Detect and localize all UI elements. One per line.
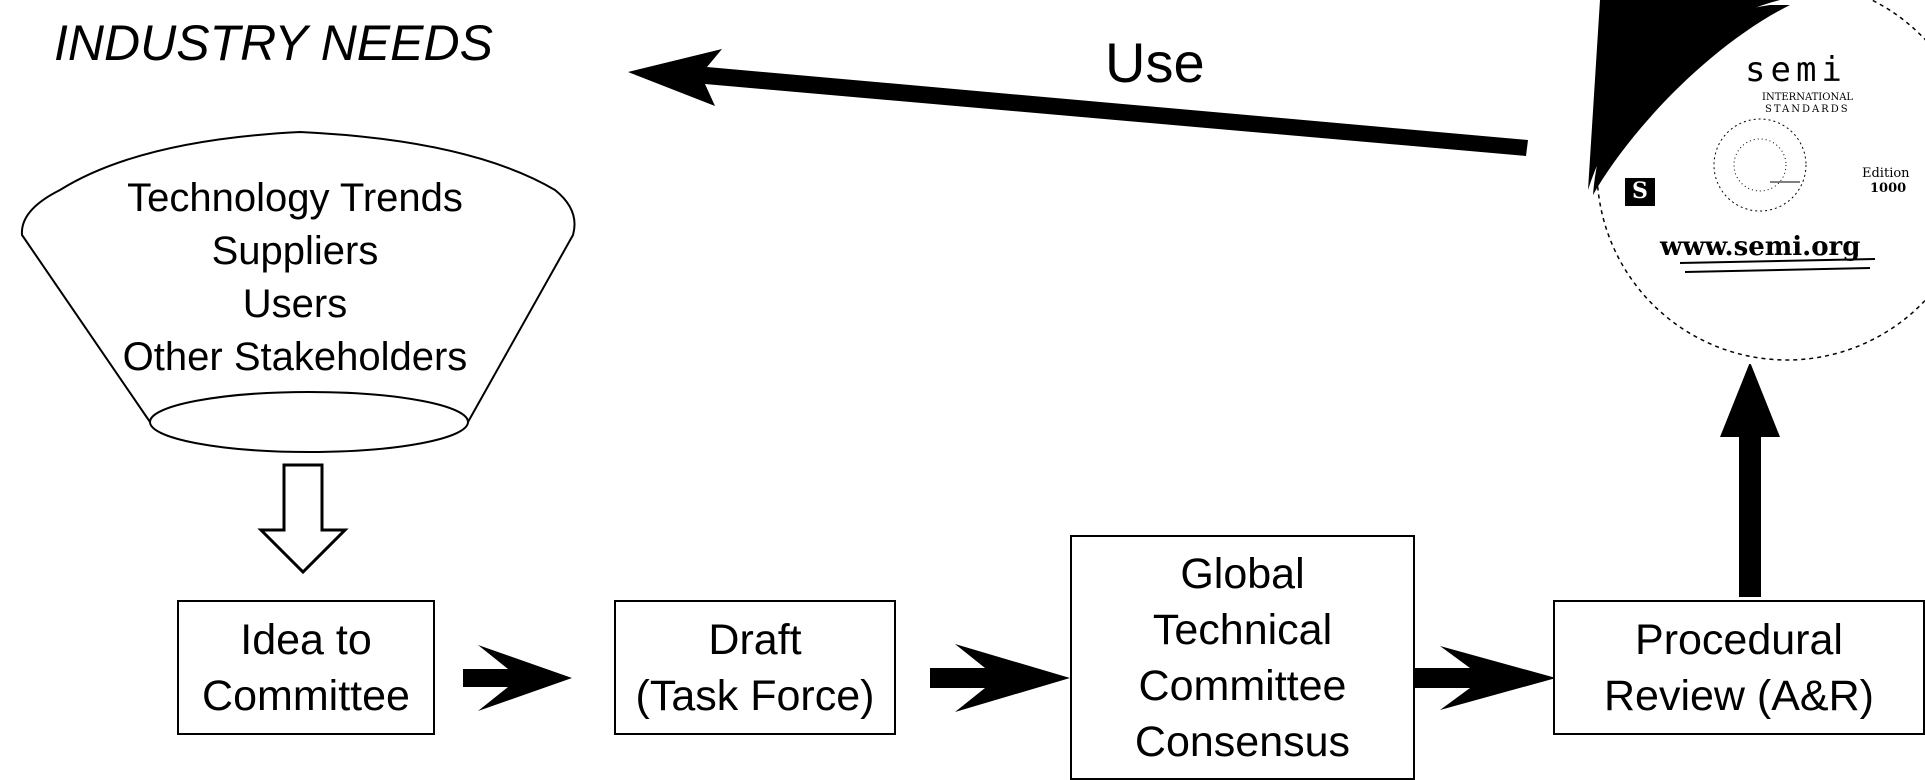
- use-arrow: [628, 49, 1528, 156]
- cd-logo-letter: S: [1632, 178, 1648, 204]
- box-line: Consensus: [1134, 717, 1351, 766]
- box-line: Global: [1180, 549, 1305, 598]
- cd-url: www.semi.org: [1660, 232, 1861, 262]
- arrow-draft-to-consensus: [930, 644, 1070, 712]
- box-line: (Task Force): [635, 671, 875, 720]
- cd-edition-label: Edition: [1862, 166, 1910, 181]
- procedural-review-box: Procedural Review (A&R): [1553, 600, 1925, 735]
- cd-logo-icon: [1625, 178, 1655, 206]
- cd-disc: [1587, 0, 1925, 367]
- funnel-item: Technology Trends: [127, 176, 463, 220]
- funnel-item: Suppliers: [211, 229, 379, 273]
- funnel-item: Other Stakeholders: [122, 335, 468, 379]
- box-line: Technical: [1152, 605, 1333, 654]
- box-line: Procedural: [1635, 615, 1843, 664]
- funnel-bottom: [149, 391, 469, 453]
- box-line: Draft: [708, 615, 802, 664]
- box-line: Committee: [202, 671, 410, 720]
- arrow-review-to-cd: [1720, 362, 1780, 597]
- box-line: Idea to: [240, 615, 372, 664]
- hollow-down-arrow: [257, 463, 349, 575]
- draft-box: Draft (Task Force): [614, 600, 896, 735]
- cd-edition-year: 1000: [1870, 181, 1907, 196]
- box-line: Committee: [1138, 661, 1347, 710]
- arrow-idea-to-draft: [463, 645, 572, 711]
- arrow-consensus-to-review: [1413, 646, 1556, 710]
- consensus-box: Global Technical Committee Consensus: [1070, 535, 1415, 780]
- box-line: Review (A&R): [1604, 671, 1874, 720]
- cd-line2: STANDARDS: [1765, 104, 1850, 115]
- funnel-items: Technology Trends Suppliers Users Other …: [90, 172, 500, 384]
- page-title: INDUSTRY NEEDS: [54, 15, 493, 71]
- funnel-shape: [20, 130, 576, 423]
- cd-line1: INTERNATIONAL: [1762, 92, 1854, 103]
- cd-brand: semi: [1745, 50, 1847, 90]
- idea-to-committee-box: Idea to Committee: [177, 600, 435, 735]
- use-label: Use: [1105, 31, 1205, 94]
- funnel-item: Users: [242, 282, 348, 326]
